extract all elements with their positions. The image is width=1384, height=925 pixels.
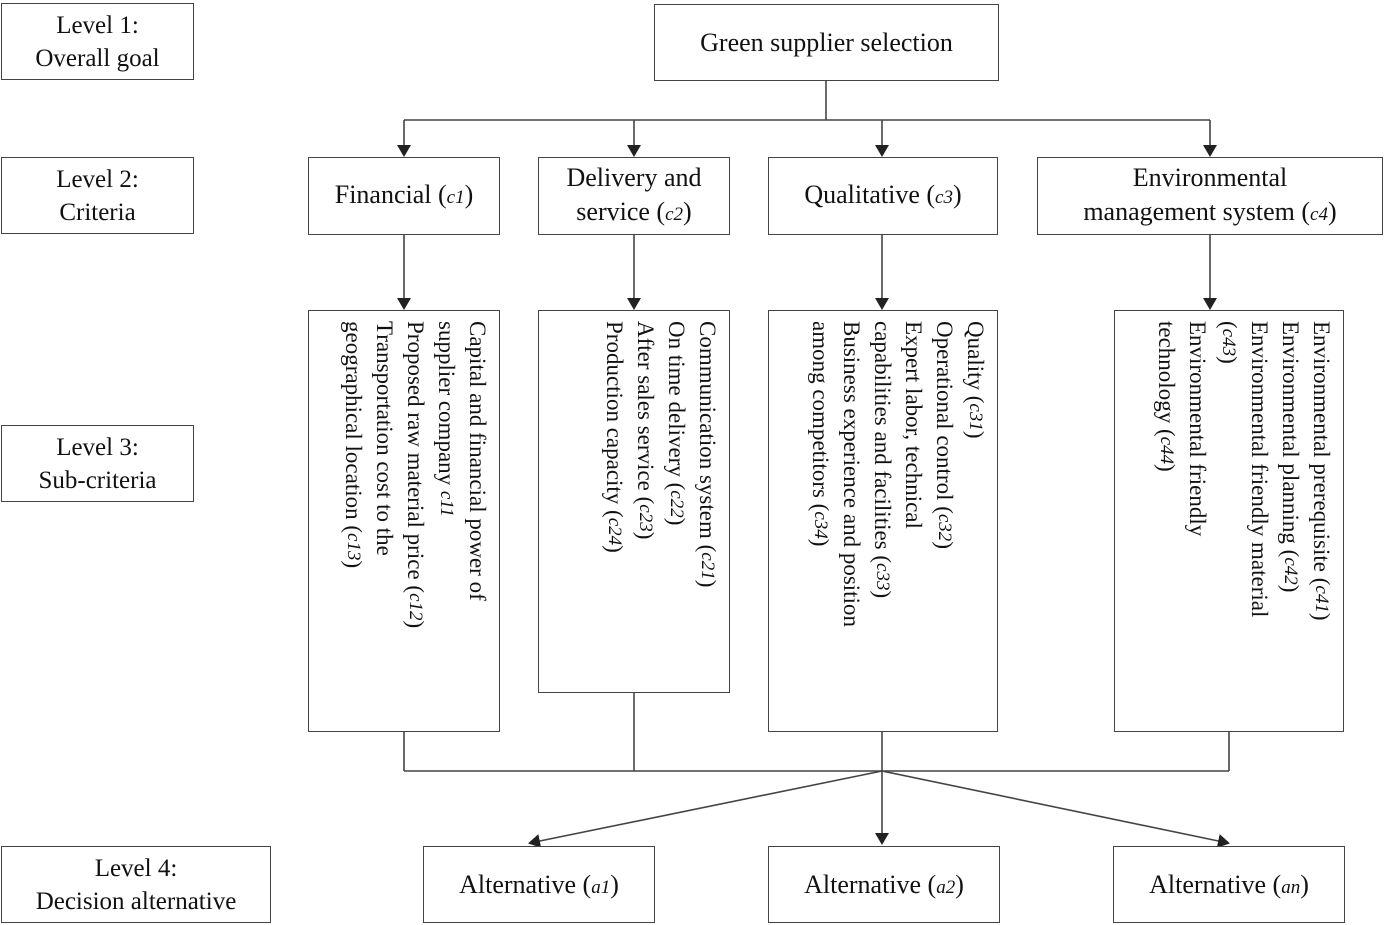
subcriteria-qualitative-text: Quality (c31) Operational control (c32) … [805, 321, 991, 627]
sub-c32: Operational control (c32) [932, 321, 957, 549]
sub-c13: geographical location (c13) [341, 321, 366, 569]
criterion-delivery-service: Delivery and service (c2) [538, 157, 730, 235]
sub-c22: On time delivery (c22) [664, 321, 689, 526]
sub-c21: Communication system (c21) [695, 321, 720, 588]
sub-c34: among competitors (c34) [808, 321, 833, 547]
sub-c42: Environmental planning (c42) [1278, 321, 1303, 593]
alternative-a2: Alternative (a2) [768, 846, 1000, 923]
sub-c13a: Transportation cost to the [372, 321, 397, 556]
subcriteria-environmental: Environmental prerequisite (c41) Environ… [1114, 310, 1344, 732]
sub-c12: Proposed raw material price (c12) [403, 321, 428, 629]
level-1-label: Level 1: Overall goal [1, 3, 194, 80]
subcriteria-financial-text: Capital and financial power of supplier … [338, 321, 493, 628]
sub-c24: Production capacity (c24) [602, 321, 627, 553]
alternative-a1: Alternative (a1) [423, 846, 655, 923]
sub-c23: After sales service (c23) [633, 321, 658, 540]
criterion-qualitative: Qualitative (c3) [768, 157, 998, 235]
goal-box: Green supplier selection [654, 4, 999, 81]
sub-c31: Quality (c31) [963, 321, 988, 439]
subcriteria-delivery: Communication system (c21) On time deliv… [538, 310, 730, 693]
sub-c33: capabilities and facilities (c33) [870, 321, 895, 599]
subcriteria-financial: Capital and financial power of supplier … [308, 310, 500, 732]
sub-c11: supplier company c11 [434, 321, 459, 517]
level-3-label: Level 3: Sub-criteria [1, 425, 194, 502]
sub-c33a: Expert labor, technical [901, 321, 926, 529]
sub-c43: (c43) [1216, 321, 1241, 364]
sub-c44: technology (c44) [1154, 321, 1179, 472]
sub-c34a: Business experience and position [839, 321, 864, 627]
level-4-label: Level 4: Decision alternative [1, 846, 271, 923]
alternative-an: Alternative (an) [1113, 846, 1345, 923]
level-2-label: Level 2: Criteria [1, 157, 194, 234]
criterion-financial: Financial (c1) [308, 157, 500, 235]
subcriteria-environmental-text: Environmental prerequisite (c41) Environ… [1151, 321, 1337, 621]
sub-c11a: Capital and financial power of [465, 321, 490, 601]
arrow-to-an [881, 770, 1230, 848]
sub-c43a: Environmental friendly material [1247, 321, 1272, 618]
subcriteria-delivery-text: Communication system (c21) On time deliv… [599, 321, 723, 587]
arrow-to-a1 [528, 770, 883, 848]
sub-c44a: Environmental friendly [1185, 321, 1210, 537]
subcriteria-qualitative: Quality (c31) Operational control (c32) … [768, 310, 998, 732]
criterion-environmental-management: Environmental management system (c4) [1037, 157, 1383, 235]
sub-c41: Environmental prerequisite (c41) [1309, 321, 1334, 621]
